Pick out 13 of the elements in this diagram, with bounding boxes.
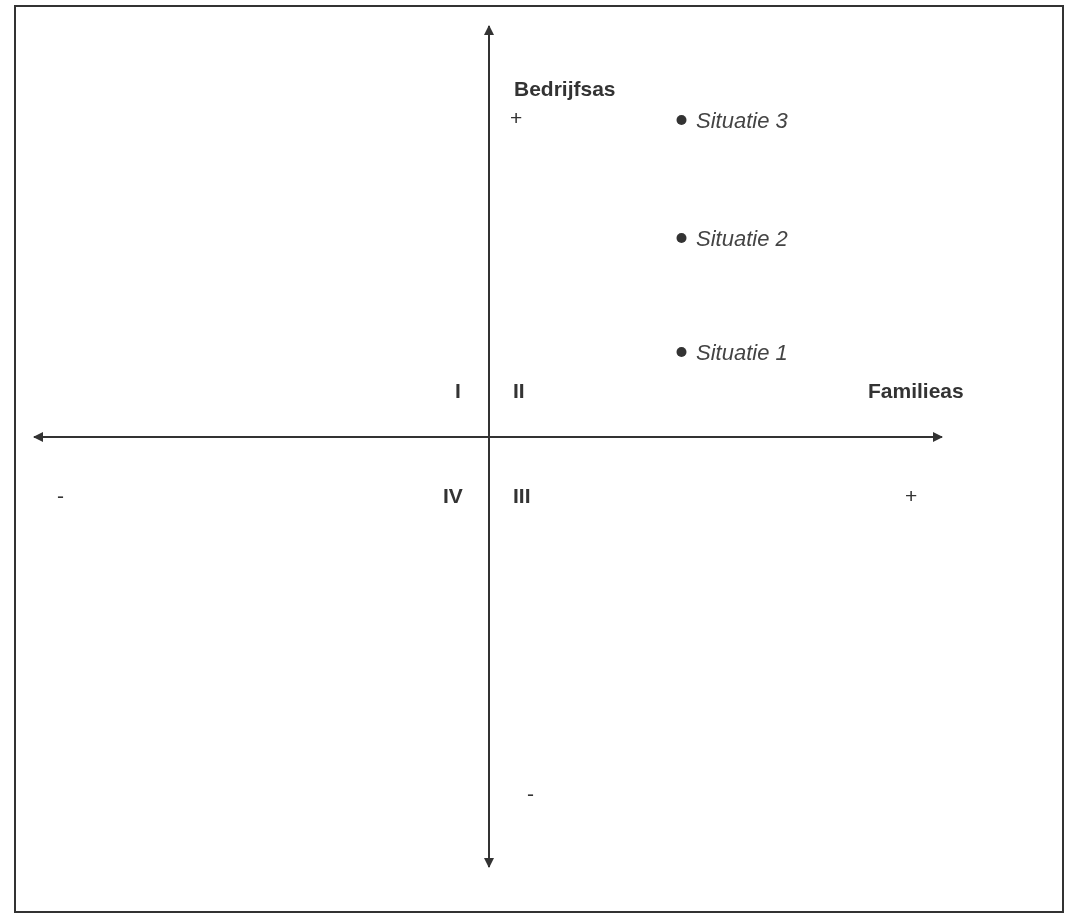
axis-label: IV xyxy=(443,484,463,506)
axis-label: I xyxy=(455,379,461,401)
axis-label: III xyxy=(513,484,531,506)
sign-label: - xyxy=(57,484,64,506)
axis-label: II xyxy=(513,379,525,401)
situation-label: Situatie 1 xyxy=(696,338,788,367)
situation-label: Situatie 3 xyxy=(696,106,788,135)
situation-label: Situatie 2 xyxy=(696,224,788,253)
axis-label: Familieas xyxy=(868,379,964,401)
sign-label: + xyxy=(905,484,918,506)
sign-label: + xyxy=(510,106,523,128)
axis-label: Bedrijfsas xyxy=(514,77,616,99)
sign-label: - xyxy=(527,782,534,804)
